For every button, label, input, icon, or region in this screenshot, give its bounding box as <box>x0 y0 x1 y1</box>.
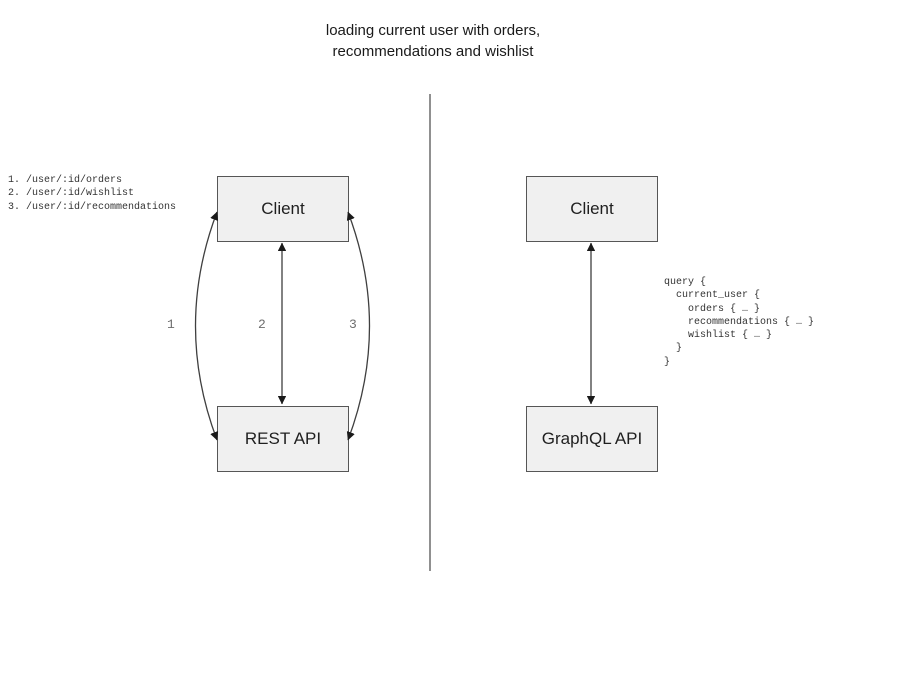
query-line: } <box>664 356 671 368</box>
rest-api-box-label: REST API <box>244 429 322 448</box>
diagram-title-line2: recommendations and wishlist <box>332 43 534 60</box>
query-line: current_user { <box>664 290 761 302</box>
rest-endpoints-list: 1. /user/:id/orders 2. /user/:id/wishlis… <box>8 174 176 214</box>
arrow-label-2: 2 <box>258 317 266 332</box>
diagram-title: loading current user with orders, recomm… <box>183 20 683 62</box>
graphql-client-box-label: Client <box>570 199 614 218</box>
arrow-label-3: 3 <box>349 317 357 332</box>
graphql-api-box-label: GraphQL API <box>541 429 643 448</box>
query-line: } <box>664 343 683 355</box>
query-line: orders { … } <box>664 303 761 315</box>
rest-api-box: REST API <box>217 406 349 472</box>
rest-arrow-1-curve <box>194 211 219 441</box>
rest-endpoint-orders: 1. /user/:id/orders <box>8 175 123 186</box>
query-line: query { <box>664 277 707 288</box>
query-line: wishlist { … } <box>664 330 773 342</box>
rest-endpoint-wishlist: 2. /user/:id/wishlist <box>8 188 135 200</box>
query-line: recommendations { … } <box>664 316 815 328</box>
arrow-label-1: 1 <box>167 317 175 332</box>
graphql-api-box: GraphQL API <box>526 406 658 472</box>
rest-client-box-label: Client <box>261 199 305 218</box>
graphql-query-snippet: query { current_user { orders { … } reco… <box>664 276 814 369</box>
diagram-title-line1: loading current user with orders, <box>325 22 541 39</box>
rest-client-box: Client <box>217 176 349 242</box>
rest-endpoint-recommendations: 3. /user/:id/recommendations <box>8 201 177 213</box>
graphql-client-box: Client <box>526 176 658 242</box>
